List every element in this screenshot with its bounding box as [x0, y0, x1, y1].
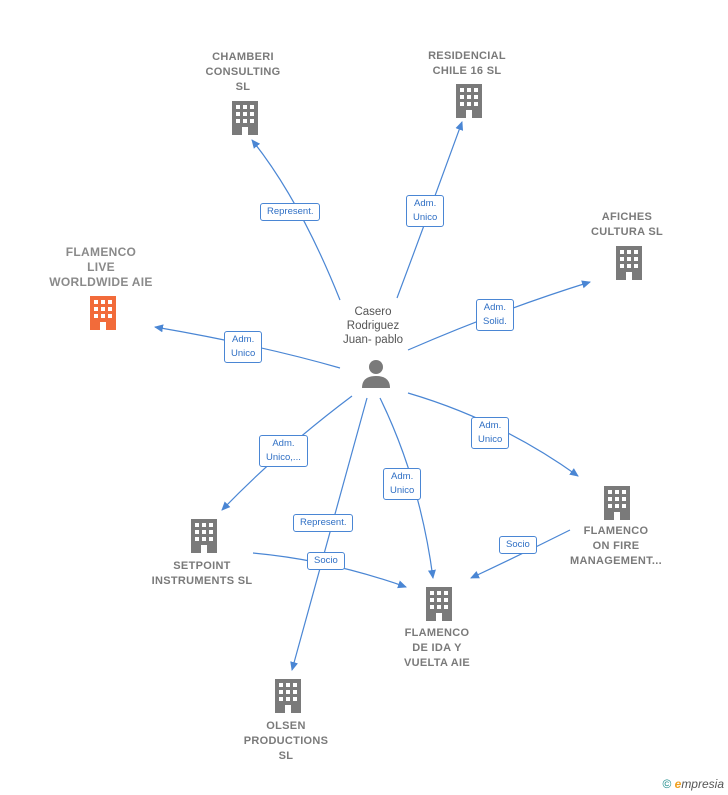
- copyright-icon: ©: [662, 777, 672, 791]
- building-icon-olsen[interactable]: [275, 679, 301, 713]
- edge-label-residencial: Adm. Unico: [406, 195, 445, 227]
- edge-label-afiches: Adm. Solid.: [476, 299, 514, 331]
- edge-label-fire-ida: Socio: [499, 536, 537, 554]
- edge-label-olsen: Represent.: [293, 514, 354, 532]
- edge-label-flamenco-live: Adm. Unico: [224, 331, 263, 363]
- building-icon-residencial[interactable]: [456, 84, 482, 118]
- edge-label-flamenco-fire: Adm. Unico: [471, 417, 510, 449]
- building-icon-afiches[interactable]: [616, 246, 642, 280]
- person-icon[interactable]: [362, 360, 390, 388]
- node-label-flamenco-fire[interactable]: FLAMENCO ON FIRE MANAGEMENT...: [570, 525, 662, 567]
- node-label-flamenco-live[interactable]: FLAMENCO LIVE WORLDWIDE AIE: [49, 245, 153, 289]
- node-label-residencial[interactable]: RESIDENCIAL CHILE 16 SL: [428, 50, 506, 77]
- node-label-afiches[interactable]: AFICHES CULTURA SL: [590, 211, 664, 238]
- brand-logo: empresia: [674, 777, 724, 791]
- node-label-flamenco-ida[interactable]: FLAMENCO DE IDA Y VUELTA AIE: [404, 627, 470, 669]
- edge-label-flamenco-ida: Adm. Unico: [383, 468, 422, 500]
- node-label-setpoint[interactable]: SETPOINT INSTRUMENTS SL: [151, 560, 253, 587]
- edge-fire-ida: [470, 529, 571, 579]
- node-label-chamberi[interactable]: CHAMBERI CONSULTING SL: [205, 51, 281, 93]
- edge-label-setpoint-ida: Socio: [307, 552, 345, 570]
- edge-olsen: [290, 397, 368, 671]
- building-icon-setpoint[interactable]: [191, 519, 217, 553]
- person-name[interactable]: Casero Rodriguez Juan- pablo: [342, 306, 404, 346]
- node-label-olsen[interactable]: OLSEN PRODUCTIONS SL: [243, 720, 329, 762]
- footer-credit[interactable]: © empresia: [662, 777, 724, 791]
- building-icon-flamenco-fire[interactable]: [604, 486, 630, 520]
- edge-label-setpoint: Adm. Unico,...: [259, 435, 308, 467]
- building-icon-flamenco-ida[interactable]: [426, 587, 452, 621]
- edge-label-chamberi: Represent.: [260, 203, 321, 221]
- building-icon-chamberi[interactable]: [232, 101, 258, 135]
- building-icon-flamenco-live[interactable]: [90, 296, 116, 330]
